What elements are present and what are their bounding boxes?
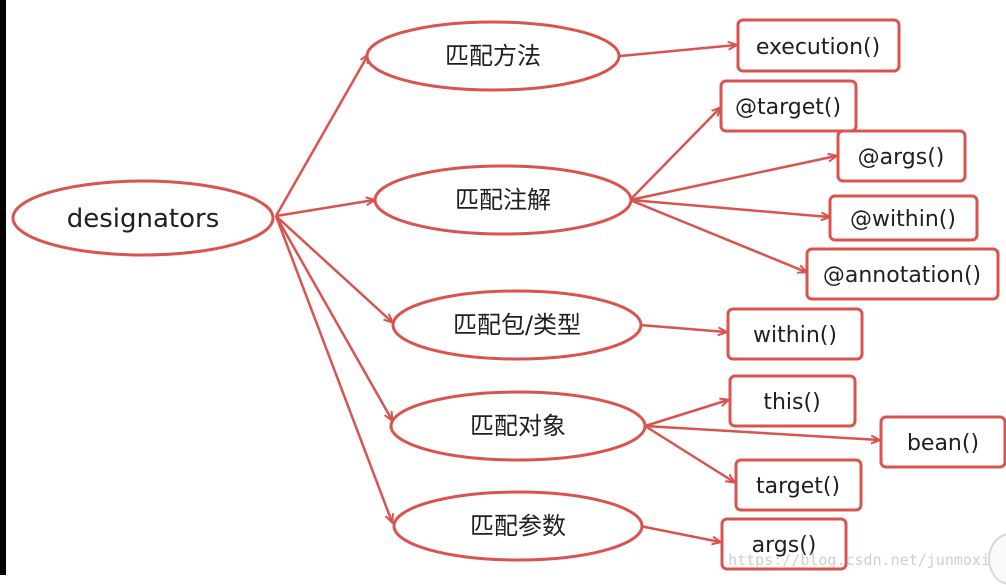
edge-object-to-bean — [644, 424, 879, 440]
category-label-method: 匹配方法 — [445, 42, 541, 70]
leaf-node-at-annotation: @annotation() — [805, 247, 1000, 301]
leaf-node-target: target() — [734, 458, 863, 512]
category-node-args: 匹配参数 — [392, 490, 644, 562]
category-node-annotation: 匹配注解 — [373, 164, 633, 236]
category-node-method: 匹配方法 — [365, 20, 621, 92]
leaf-node-within: within() — [726, 307, 864, 361]
edge-root-to-package — [275, 215, 392, 322]
leaf-node-at-within: @within() — [828, 194, 979, 242]
edge-package-to-within — [639, 323, 726, 332]
edge-root-to-args — [274, 215, 392, 522]
leaf-label-at-target: @target() — [735, 95, 841, 120]
category-node-object: 匹配对象 — [389, 390, 647, 462]
leaf-label-args: args() — [752, 533, 817, 558]
watermark: https://blog.csdn.net/junmoxi — [728, 551, 990, 569]
leaf-label-this: this() — [763, 390, 820, 415]
category-label-annotation: 匹配注解 — [455, 186, 551, 214]
edge-root-to-method — [274, 55, 368, 217]
leaf-node-execution: execution() — [736, 18, 901, 73]
edge-annotation-to-within — [629, 198, 829, 217]
leaf-label-within: within() — [753, 323, 837, 348]
connectors — [274, 45, 879, 542]
leaf-label-target: target() — [756, 474, 840, 499]
leaf-node-this: this() — [728, 374, 857, 428]
edge-annotation-to-args — [629, 156, 836, 202]
edge-root-to-object — [274, 215, 392, 420]
edge-root-to-annotation — [275, 200, 374, 218]
leaf-label-at-args: @args() — [858, 145, 945, 170]
leaf-node-at-args: @args() — [836, 129, 967, 183]
edge-method-to-execution — [619, 45, 736, 58]
leaf-label-at-annotation: @annotation() — [823, 263, 981, 288]
leaf-label-bean: bean() — [907, 431, 979, 456]
category-node-package-type: 匹配包/类型 — [391, 289, 643, 361]
leaf-label-at-within: @within() — [850, 207, 956, 232]
leaf-node-bean: bean() — [879, 415, 1006, 469]
leaf-label-execution: execution() — [756, 35, 880, 60]
category-label-object: 匹配对象 — [470, 412, 566, 440]
edge-annotation-to-target — [629, 108, 720, 201]
leaf-node-args: args() — [720, 517, 848, 571]
edge-object-to-this — [644, 400, 728, 428]
edge-args-to-args — [639, 524, 720, 542]
leaf-node-at-target: @target() — [719, 79, 858, 133]
edge-annotation-to-annotation — [629, 198, 806, 272]
root-node: designators — [11, 179, 275, 257]
category-label-package-type: 匹配包/类型 — [453, 311, 581, 339]
category-label-args: 匹配参数 — [470, 512, 566, 540]
left-edge-bar — [0, 0, 6, 575]
edge-object-to-target — [644, 424, 734, 482]
root-label: designators — [67, 204, 220, 234]
